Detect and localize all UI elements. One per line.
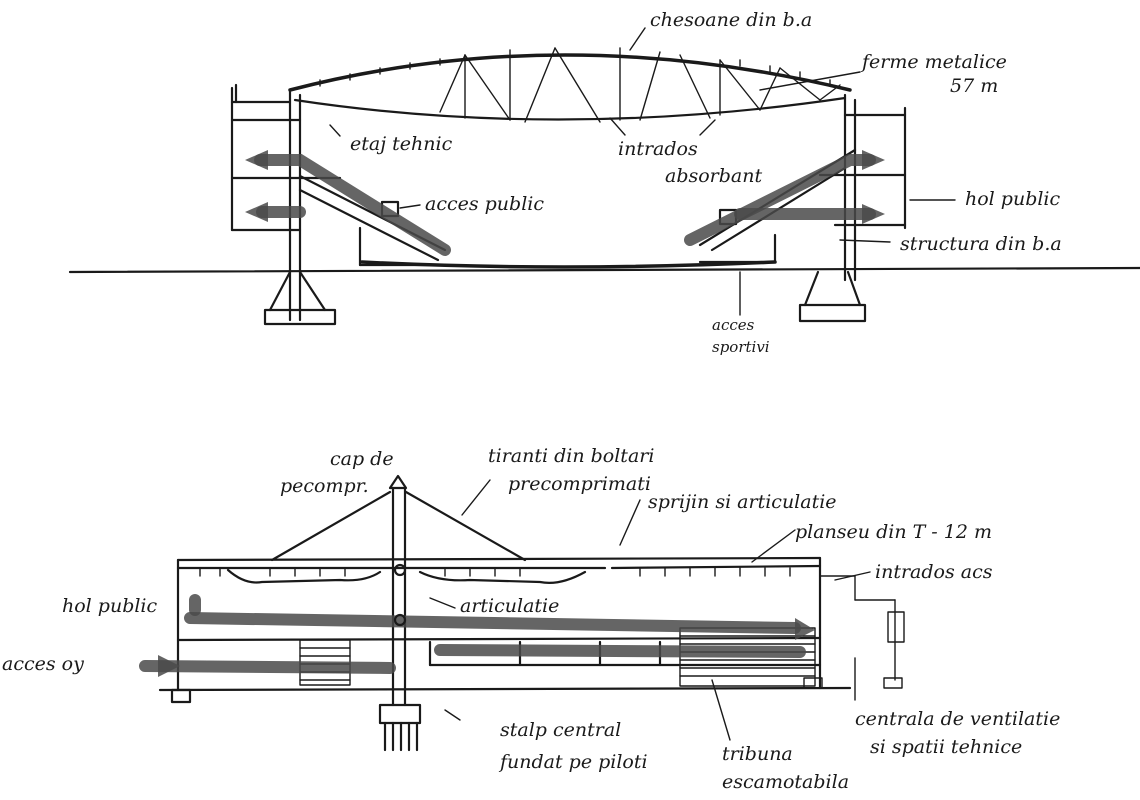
label-athletes-2: sportivi: [712, 338, 770, 356]
label-stands-1: tribuna: [722, 743, 793, 765]
label-access: acces oy: [2, 653, 84, 675]
label-plant-2: si spatii tehnice: [870, 736, 1022, 758]
label-ceiling-2: absorbant: [665, 165, 762, 187]
right-foundation: [798, 270, 867, 323]
label-head-2: pecompr.: [280, 475, 369, 497]
bottom-leaders: [429, 479, 871, 741]
label-public-hall-top: hol public: [965, 188, 1061, 210]
hinge-markers: [393, 563, 407, 627]
label-ceiling-bottom: intrados acs: [875, 561, 993, 583]
label-pillar-1: stalp central: [500, 719, 621, 741]
bottom-section: cap de pecompr. tiranti din boltari prec…: [2, 445, 1060, 793]
truss-web: [439, 47, 841, 123]
slab-ribs: [199, 567, 791, 577]
plant-room: [803, 575, 905, 701]
top-leaders: [329, 27, 956, 316]
label-stands-2: escamotabila: [722, 771, 849, 793]
label-structure: structura din b.a: [900, 233, 1062, 255]
label-tech-floor: etaj tehnic: [350, 133, 453, 155]
bottom-flow-arrows: [139, 594, 815, 677]
label-plant-1: centrala de ventilatie: [855, 708, 1060, 730]
label-pillar-2: fundat pe piloti: [498, 751, 648, 773]
top-section: chesoane din b.a ferme metalice 57 m eta…: [68, 9, 1140, 356]
label-truss-1: ferme metalice: [860, 51, 1007, 73]
label-athletes-1: acces: [712, 316, 755, 334]
suspension-cables: [270, 490, 527, 562]
label-ceiling-1: intrados: [618, 138, 698, 160]
truss-lower-chord: [293, 96, 847, 121]
bottom-footings: [170, 688, 422, 752]
left-foundation: [263, 270, 337, 326]
top-flow-arrows: [245, 150, 885, 256]
roof-arch: [288, 53, 852, 92]
arena-floor: [360, 260, 777, 269]
label-public-hall-bottom: hol public: [62, 595, 158, 617]
label-hinge: articulatie: [460, 595, 559, 617]
bottom-ground-line: [158, 686, 852, 692]
roof-slab: [176, 556, 822, 584]
label-roof: chesoane din b.a: [650, 9, 812, 31]
top-ground-line: [68, 266, 1140, 274]
left-stand-structure: [230, 83, 447, 322]
label-cables-2: precomprimati: [508, 473, 651, 495]
label-cables-1: tiranti din boltari: [488, 445, 654, 467]
label-truss-2: 57 m: [950, 75, 998, 97]
label-slab: planseu din T - 12 m: [795, 521, 992, 543]
roof-ribs: [319, 58, 831, 87]
label-public-access: acces public: [425, 193, 544, 215]
label-head-1: cap de: [330, 448, 394, 470]
label-supports: sprijin si articulatie: [648, 491, 837, 513]
